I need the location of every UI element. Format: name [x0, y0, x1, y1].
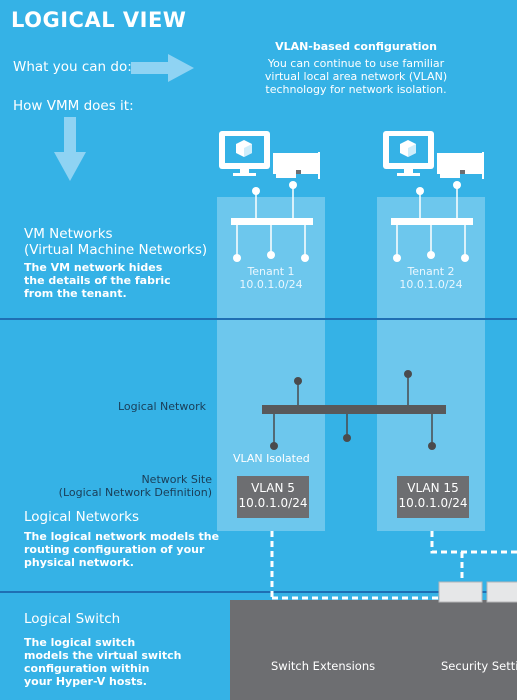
tenant2-vm-connector — [391, 181, 473, 262]
network-adapter-icon — [437, 152, 484, 179]
config-body-line2: virtual local area network (VLAN) — [264, 70, 448, 83]
vm-networks-desc-line3: from the tenant. — [24, 287, 127, 300]
vm-networks-desc-line1: The VM network hides — [24, 261, 163, 274]
config-body-line3: technology for network isolation. — [265, 83, 447, 96]
logical-network-bar — [262, 370, 446, 450]
divider-vm-networks — [0, 318, 517, 320]
network-site-line1: Network Site — [141, 473, 212, 486]
vlan5-box: VLAN 5 10.0.1.0/24 — [237, 476, 309, 518]
tenant1-vm-connector — [231, 181, 313, 262]
config-body-line1: You can continue to use familiar — [267, 57, 445, 70]
vlan15-name: VLAN 15 — [407, 481, 459, 495]
switch-extensions-label: Switch Extensions — [271, 659, 376, 673]
right-arrow-icon — [131, 54, 194, 82]
switch-port-icon — [438, 581, 517, 603]
vm-networks-title: VM Networks (Virtual Machine Networks) — [24, 226, 207, 258]
logical-switch-desc: The logical switch models the virtual sw… — [24, 636, 181, 688]
vlan5-subnet: 10.0.1.0/24 — [238, 496, 308, 510]
security-settings-label: Security Settings — [441, 659, 517, 673]
logical-network-label: Logical Network — [118, 400, 206, 413]
vm-networks-desc: The VM network hides the details of the … — [24, 261, 171, 300]
logical-switch-desc-line1: The logical switch — [24, 636, 136, 649]
logical-switch-desc-line3: configuration within — [24, 662, 150, 675]
switch-dashed-links — [270, 531, 517, 600]
config-heading: VLAN-based configuration — [275, 40, 437, 53]
vm-monitor-icon — [383, 131, 434, 176]
vm-networks-title-line1: VM Networks — [24, 226, 113, 242]
divider-logical-networks — [0, 591, 517, 593]
config-block: VLAN-based configuration You can continu… — [236, 40, 476, 96]
logical-networks-desc-line3: physical network. — [24, 556, 134, 569]
vlan15-box: VLAN 15 10.0.1.0/24 — [397, 476, 469, 518]
tenant2-label: Tenant 2 10.0.1.0/24 — [377, 265, 485, 291]
network-site-line2: (Logical Network Definition) — [58, 486, 212, 499]
vlan15-subnet: 10.0.1.0/24 — [398, 496, 468, 510]
tenant1-label: Tenant 1 10.0.1.0/24 — [217, 265, 325, 291]
network-site-label: Network Site (Logical Network Definition… — [52, 473, 212, 499]
logical-switch-desc-line4: your Hyper-V hosts. — [24, 675, 147, 688]
tenant1-name: Tenant 1 — [247, 265, 295, 278]
vlan-isolated-label: VLAN Isolated — [233, 452, 310, 465]
page-title: LOGICAL VIEW — [11, 8, 187, 32]
logical-switch-title: Logical Switch — [24, 611, 121, 627]
logical-networks-desc-line1: The logical network models the — [24, 530, 220, 543]
network-adapter-icon — [273, 152, 320, 179]
vm-monitor-icon — [219, 131, 270, 176]
logical-networks-title: Logical Networks — [24, 509, 140, 525]
vlan5-name: VLAN 5 — [251, 481, 295, 495]
logical-networks-desc: The logical network models the routing c… — [24, 530, 219, 569]
logical-networks-desc-line2: routing configuration of your — [24, 543, 205, 556]
vm-networks-desc-line2: the details of the fabric — [24, 274, 171, 287]
tenant1-subnet: 10.0.1.0/24 — [239, 278, 303, 291]
logical-switch-desc-line2: models the virtual switch — [24, 649, 182, 662]
down-arrow-icon — [54, 117, 86, 181]
logical-switch-panel — [230, 600, 517, 700]
how-vmm-does-it-label: How VMM does it: — [13, 98, 134, 114]
vm-networks-title-line2: (Virtual Machine Networks) — [24, 242, 208, 258]
tenant2-subnet: 10.0.1.0/24 — [399, 278, 463, 291]
what-you-can-do-label: What you can do: — [13, 59, 132, 75]
tenant2-name: Tenant 2 — [407, 265, 455, 278]
